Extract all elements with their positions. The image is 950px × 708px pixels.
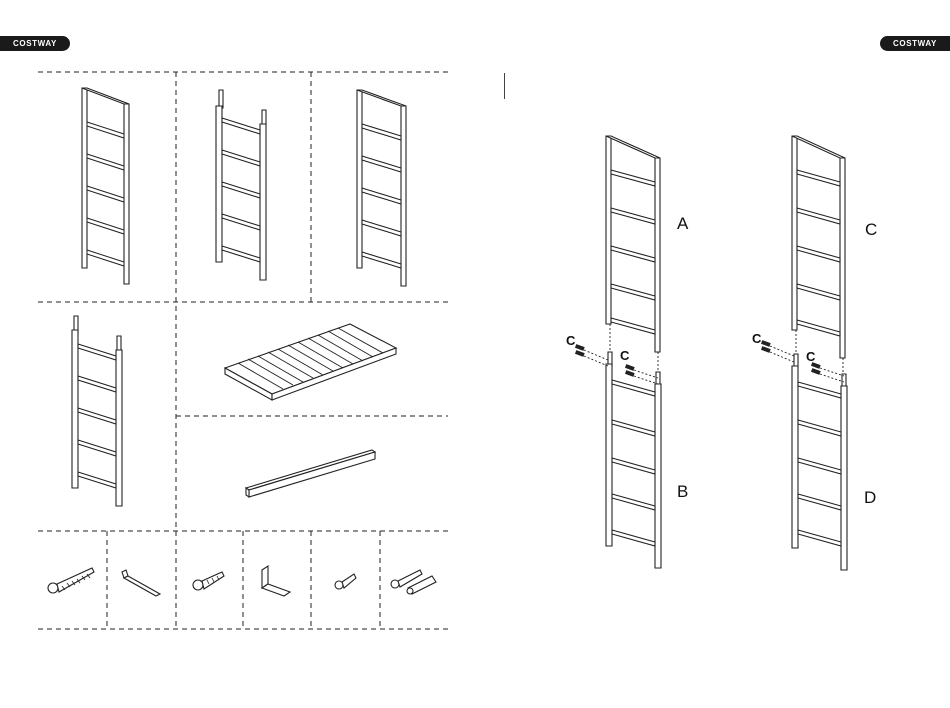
bolt-part [193, 572, 224, 590]
label-a: A [677, 214, 689, 233]
screw-callouts [576, 324, 844, 384]
ladder-part-3 [357, 90, 406, 286]
ladder-part-1 [82, 88, 129, 284]
slat-base-part [225, 324, 396, 400]
ladder-b [606, 352, 661, 568]
ladder-part-2 [216, 90, 266, 280]
short-screw-part [335, 574, 356, 589]
long-screw-part [48, 568, 94, 593]
ladder-c [792, 136, 845, 358]
screw-label-c-4: C [806, 349, 816, 364]
screw-label-c-3: C [752, 331, 762, 346]
anchor-screw-part [391, 570, 436, 594]
ladder-part-4 [72, 316, 122, 506]
screw-label-c-1: C [566, 333, 576, 348]
label-b: B [677, 482, 688, 501]
ladder-d [792, 354, 847, 570]
ladder-a [606, 136, 660, 352]
allen-key-part [122, 570, 160, 596]
label-d: D [864, 488, 876, 507]
rail-part [246, 450, 375, 497]
screw-label-c-2: C [620, 348, 630, 363]
label-c: C [865, 220, 877, 239]
l-bracket-part [262, 566, 290, 596]
